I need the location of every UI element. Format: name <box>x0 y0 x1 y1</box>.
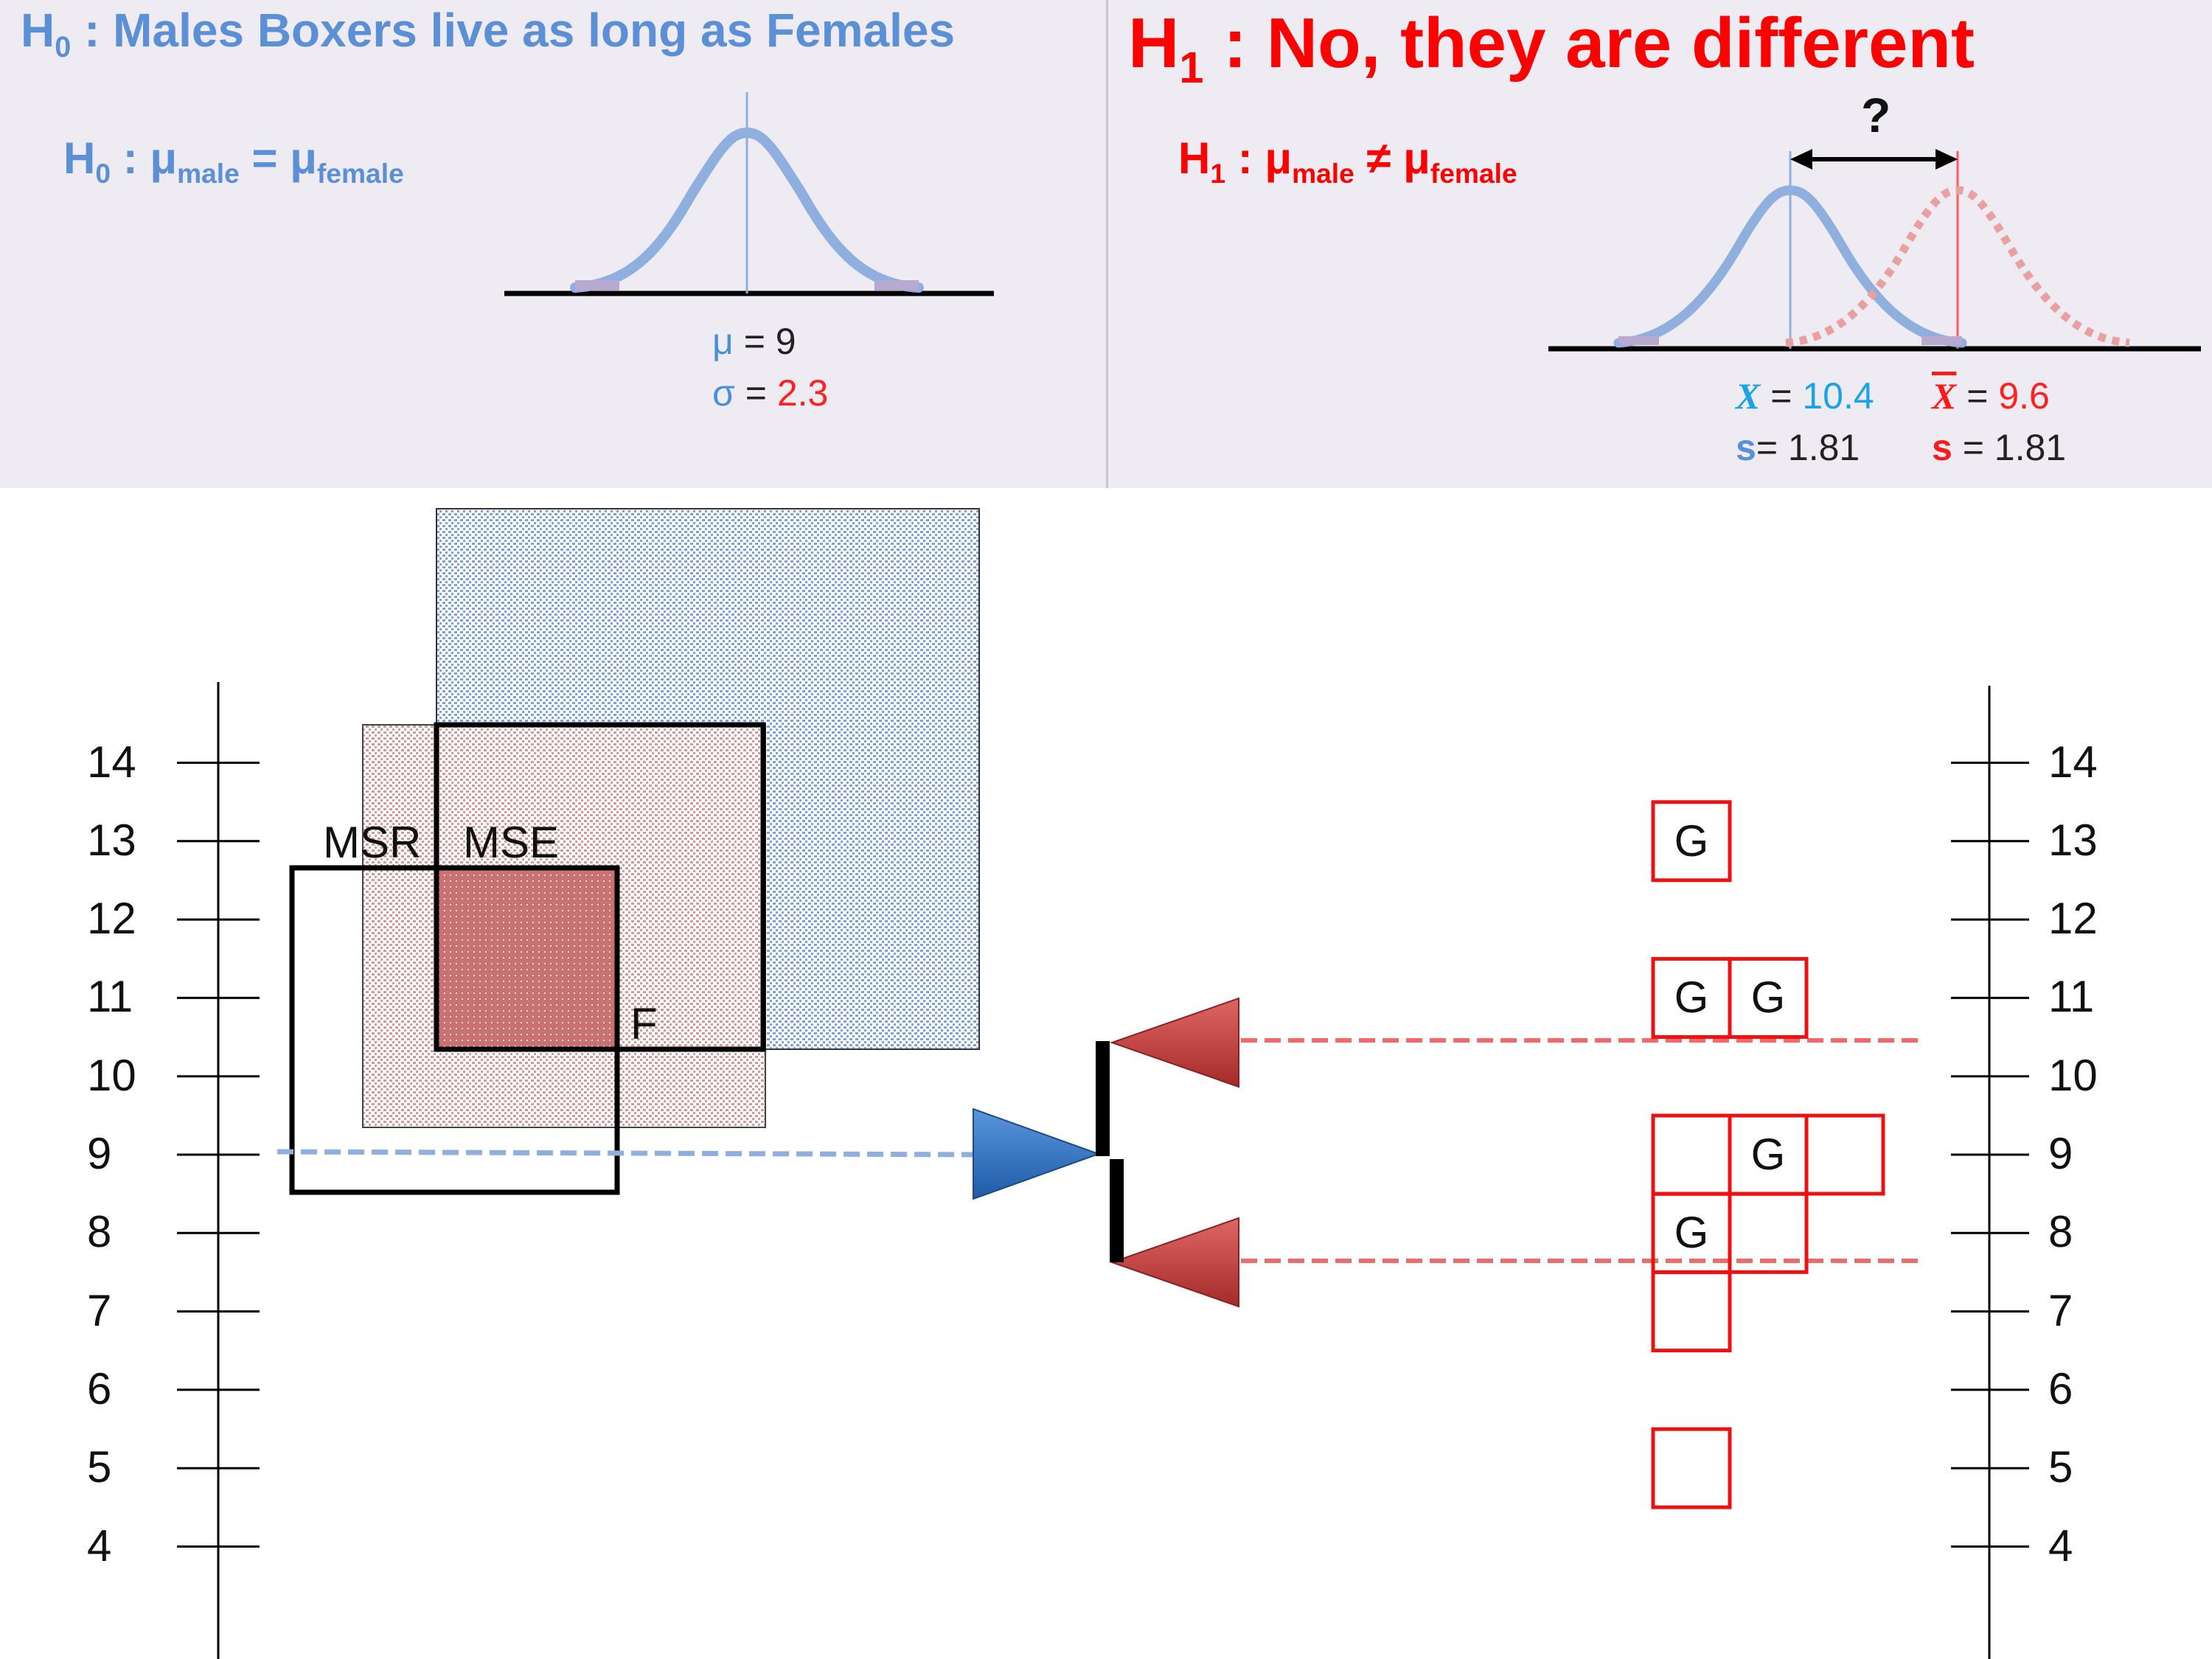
h1-normal-curves <box>1548 149 2201 352</box>
grid-cell <box>1728 1192 1809 1274</box>
h0-left-tail <box>575 280 619 291</box>
overlap-box <box>437 869 618 1049</box>
left-axis-tick-label: 4 <box>87 1520 112 1571</box>
h1-male-curve <box>1613 185 1967 348</box>
bracket-lower-bar <box>1110 1159 1124 1262</box>
left-axis-tick-label: 10 <box>87 1050 136 1100</box>
right-axis-tick-label: 7 <box>2048 1285 2073 1335</box>
h1-title: H1 : No, they are different <box>1128 4 1975 92</box>
h1-equation: H1 : μmale ≠ μfemale <box>1178 133 1517 189</box>
blue-triangle <box>973 1107 1101 1200</box>
left-axis-tick-label: 7 <box>87 1285 112 1335</box>
grid-cell <box>1728 956 1809 1039</box>
grid-cell <box>1651 800 1732 883</box>
msr-label: MSR <box>323 818 422 867</box>
difference-question-mark: ? <box>1861 88 1891 142</box>
mse-outline-box <box>434 722 766 1052</box>
right-axis-tick-label: 9 <box>2048 1129 2073 1178</box>
lower-red-triangle <box>1109 1217 1239 1308</box>
h1-female-curve <box>1785 186 2130 347</box>
grid-cell <box>1651 1113 1732 1196</box>
left-axis-tick-label: 8 <box>87 1207 112 1257</box>
h1-left-tail <box>1618 336 1659 345</box>
f-label: F <box>630 999 658 1048</box>
left-axis-tick-label: 12 <box>87 894 136 944</box>
difference-arrow-right-head <box>1935 149 1958 170</box>
left-axis-tick-label: 5 <box>87 1442 112 1492</box>
left-axis <box>177 682 260 1659</box>
h1-xbar-female-stat: X = 9.6 <box>1932 375 2050 417</box>
left-axis-tick-label: 6 <box>87 1363 112 1413</box>
grid-cell-label: G <box>1674 815 1709 866</box>
right-axis-tick-label: 10 <box>2048 1050 2098 1100</box>
h0-title: H0 : Males Boxers live as long as Female… <box>21 4 956 63</box>
grid-cell <box>1804 1113 1885 1196</box>
left-axis-tick-label: 11 <box>87 972 133 1022</box>
right-axis-tick-label: 4 <box>2048 1520 2073 1571</box>
h0-equation: H0 : μmale = μfemale <box>63 133 404 189</box>
difference-arrow-left-head <box>1790 149 1812 170</box>
h1-xbar-male-stat: X = 10.4 <box>1736 375 1874 417</box>
right-axis-tick-label: 5 <box>2048 1442 2073 1492</box>
variance-boxes <box>289 508 980 1195</box>
h1-right-tail <box>1921 336 1962 345</box>
h1-s-female-stat: s = 1.81 <box>1932 427 2067 468</box>
blue-dashed-connector <box>276 1149 978 1158</box>
h0-sigma-stat: σ = 2.3 <box>712 372 829 414</box>
grid-cell-label: G <box>1674 1208 1709 1258</box>
h1-s-male-stat: s= 1.81 <box>1736 427 1860 468</box>
h0-normal-curve <box>504 92 994 296</box>
left-axis-tick-label: 13 <box>87 815 136 865</box>
upper-red-triangle <box>1109 997 1239 1088</box>
right-axis <box>1951 686 2029 1659</box>
mse-label: MSE <box>463 818 560 867</box>
h0-right-tail <box>874 280 919 291</box>
right-axis-tick-label: 11 <box>2048 972 2095 1022</box>
grid-cell-label: G <box>1674 973 1709 1023</box>
h0-curve <box>570 127 924 293</box>
left-axis-tick-label: 14 <box>87 737 136 787</box>
data-grid <box>1651 800 1885 1509</box>
right-axis-tick-label: 14 <box>2048 737 2098 787</box>
grid-cell-label: G <box>1750 973 1786 1023</box>
right-axis-tick-label: 12 <box>2048 894 2098 944</box>
left-axis-tick-label: 9 <box>87 1129 112 1178</box>
bracket-upper-bar <box>1096 1041 1110 1156</box>
grid-cell <box>1651 1427 1732 1509</box>
right-axis-tick-label: 13 <box>2048 815 2098 865</box>
right-axis-tick-label: 8 <box>2048 1207 2073 1257</box>
h0-mu-stat: μ = 9 <box>712 321 796 362</box>
grid-cell-label: G <box>1750 1130 1786 1179</box>
right-axis-tick-label: 6 <box>2048 1363 2073 1413</box>
band-divider <box>1106 0 1108 488</box>
msr-outline-box <box>289 865 620 1195</box>
grid-cell <box>1651 1270 1732 1353</box>
